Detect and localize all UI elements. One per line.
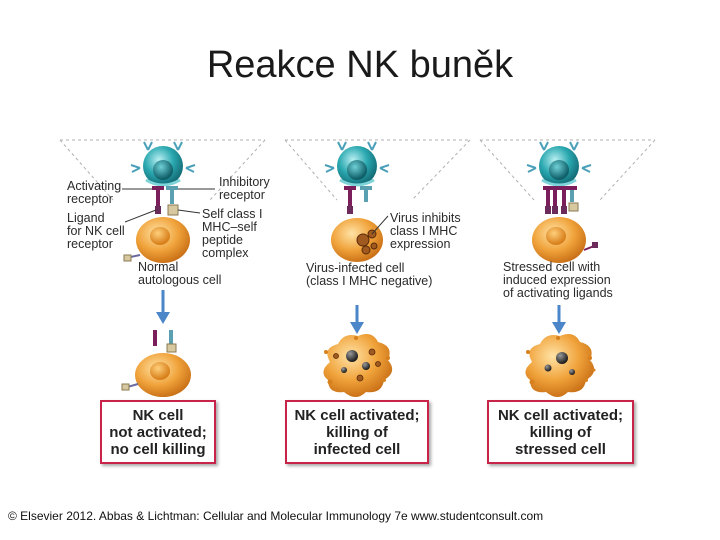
panel-3-target-cell [532, 217, 598, 263]
label-self-mhc: Self class I MHC–self peptide complex [202, 207, 263, 260]
panel-3-dying-cell [525, 334, 596, 397]
panel-2-target-cell [331, 218, 383, 262]
panel-2-arrow [350, 305, 364, 334]
panel-2-outline [284, 139, 471, 201]
copyright-footer: © Elsevier 2012. Abbas & Lichtman: Cellu… [8, 509, 544, 523]
label-stressed-cell: Stressed cell with induced expression of… [503, 260, 613, 300]
label-ligand: Ligand for NK cell receptor [67, 211, 125, 251]
panel-2-nk-cell [324, 141, 390, 187]
panel-1-outline [59, 139, 266, 201]
panel-3-outline [479, 139, 656, 201]
panel-3-nk-cell [526, 141, 592, 187]
label-normal-cell: Normal autologous cell [138, 260, 222, 287]
panel-2-dying-cell [323, 334, 393, 397]
panel-1-result-cell [121, 330, 191, 397]
outcome-box-stressed: NK cell activated; killing of stressed c… [487, 400, 634, 464]
panel-2-synapse [344, 186, 372, 214]
panel-1-nk-cell [130, 141, 196, 187]
panel-1-arrow [156, 290, 170, 324]
panel-2-leaders [371, 215, 389, 235]
label-virus-infected-cell: Virus-infected cell (class I MHC negativ… [306, 261, 433, 288]
label-virus-inhibits: Virus inhibits class I MHC expression [390, 211, 461, 251]
panel-1-target-cell [123, 217, 190, 263]
outcome-box-infected: NK cell activated; killing of infected c… [285, 400, 429, 464]
outcome-box-normal: NK cell not activated; no cell killing [100, 400, 216, 464]
panel-3-synapse [543, 186, 579, 214]
panel-1-leaders [122, 188, 215, 223]
page-title: Reakce NK buněk [206, 44, 514, 86]
label-inhibitory-receptor: Inhibitory receptor [219, 175, 270, 202]
nk-cell-receptors [130, 141, 196, 173]
panel-1-synapse [152, 186, 179, 216]
label-activating-receptor: Activating receptor [67, 179, 122, 206]
panel-3-arrow [552, 305, 566, 334]
granules [341, 350, 370, 373]
